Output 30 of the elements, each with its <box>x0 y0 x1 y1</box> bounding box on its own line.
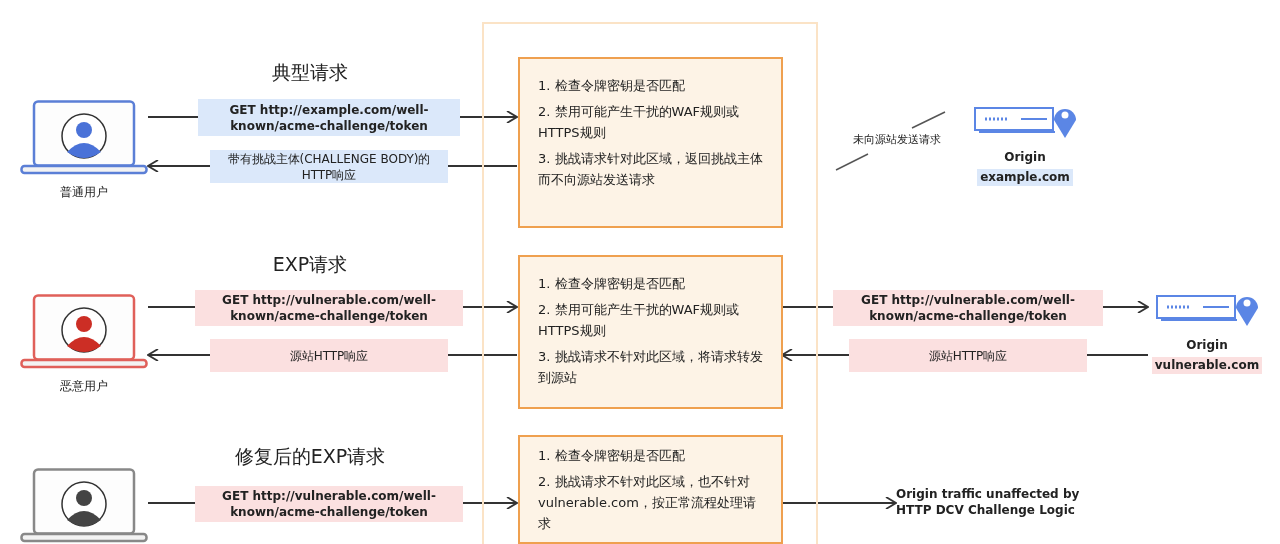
process-box <box>518 57 783 228</box>
user-caption: 恶意用户 <box>59 378 109 395</box>
step-text: 2. 挑战请求不针对此区域，也不针对vulnerable.com，按正常流程处理请求 <box>538 473 757 533</box>
edge-label: 带有挑战主体(CHALLENGE BODY)的HTTP响应 <box>210 150 448 183</box>
step-text: 1. 检查令牌密钥是否匹配 <box>538 447 686 465</box>
domain-label: vulnerable.com <box>1151 357 1263 374</box>
user-caption: 普通用户 <box>59 184 109 201</box>
step-text: 2. 禁用可能产生干扰的WAF规则或HTTPS规则 <box>538 103 741 142</box>
result-text: Origin traffic unaffected by HTTP DCV Challenge Logic <box>896 486 1081 518</box>
edge-label: GET http://vulnerable.com/well-known/acme-challenge/token <box>833 290 1103 326</box>
step-text: 1. 检查令牌密钥是否匹配 <box>538 77 686 95</box>
edge-label: GET http://vulnerable.com/well-known/acme-challenge/token <box>195 486 463 522</box>
domain-label: example.com <box>977 169 1073 186</box>
origin-label: Origin <box>1003 149 1047 166</box>
origin-label: Origin <box>1185 337 1229 354</box>
edge-label: GET http://vulnerable.com/well-known/acme-challenge/token <box>195 290 463 326</box>
section-heading: 修复后的EXP请求 <box>233 444 387 469</box>
section-heading: 典型请求 <box>271 60 349 85</box>
note-text: 未向源站发送请求 <box>852 132 942 147</box>
edge-label: GET http://example.com/well-known/acme-challenge/token <box>198 99 460 136</box>
edge-label: 源站HTTP响应 <box>849 339 1087 372</box>
process-box <box>518 255 783 409</box>
step-text: 1. 检查令牌密钥是否匹配 <box>538 275 686 293</box>
step-text: 2. 禁用可能产生干扰的WAF规则或HTTPS规则 <box>538 301 741 340</box>
step-text: 3. 挑战请求针对此区域，返回挑战主体而不向源站发送请求 <box>538 150 764 189</box>
process-box <box>518 435 783 544</box>
step-text: 3. 挑战请求不针对此区域，将请求转发到源站 <box>538 348 764 387</box>
section-heading: EXP请求 <box>271 252 349 277</box>
edge-label: 源站HTTP响应 <box>210 339 448 372</box>
service-zone-panel <box>482 22 818 544</box>
